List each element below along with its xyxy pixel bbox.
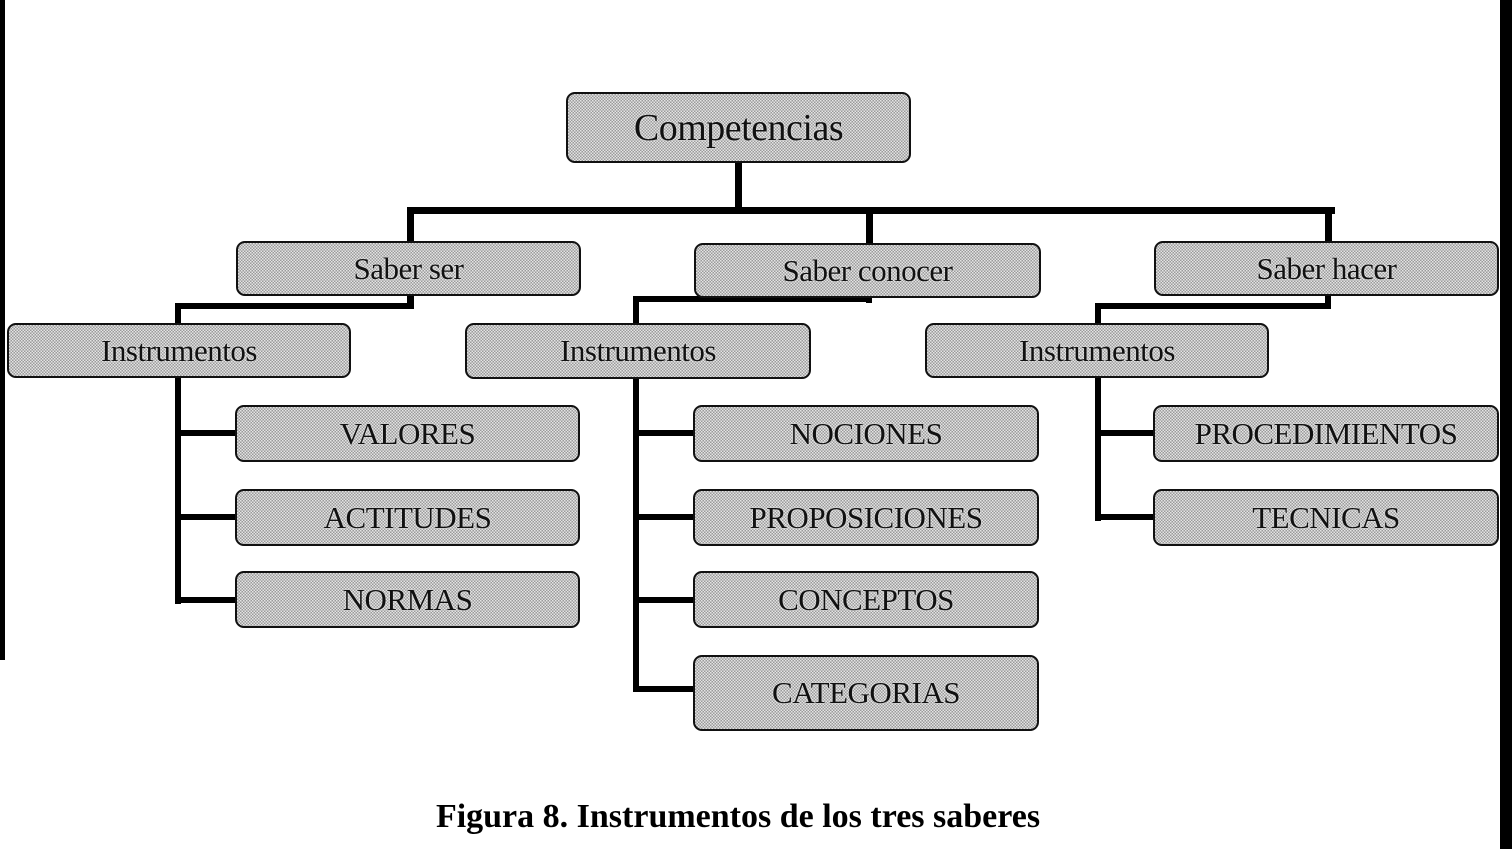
node-label: PROPOSICIONES [749, 499, 983, 535]
connector [633, 296, 639, 325]
node-tecnicas: TECNICAS [1153, 489, 1499, 546]
node-label: CATEGORIAS [772, 675, 960, 710]
figure-caption: Figura 8. Instrumentos de los tres saber… [435, 798, 1041, 835]
node-nociones: NOCIONES [693, 405, 1039, 462]
node-saber-conocer: Saber conocer [694, 243, 1041, 298]
connector [175, 303, 181, 325]
node-conceptos: CONCEPTOS [693, 571, 1039, 628]
node-label: PROCEDIMIENTOS [1194, 415, 1458, 451]
node-label: CONCEPTOS [778, 581, 954, 617]
connector [1095, 303, 1101, 325]
connector [633, 430, 695, 436]
node-label: Instrumentos [560, 333, 716, 368]
connector [1095, 430, 1157, 436]
node-procedimientos: PROCEDIMIENTOS [1153, 405, 1499, 462]
connector [1095, 303, 1331, 309]
connector [175, 375, 181, 604]
node-label: ACTITUDES [323, 499, 492, 535]
node-instrumentos-conocer: Instrumentos [465, 323, 811, 379]
connector [1325, 293, 1331, 309]
connector [175, 303, 414, 309]
connector [633, 686, 695, 692]
connector [866, 207, 873, 245]
connector [633, 376, 639, 692]
connector [1325, 207, 1332, 243]
connector [407, 207, 414, 243]
connector [633, 597, 695, 603]
node-actitudes: ACTITUDES [235, 489, 580, 546]
node-saber-ser: Saber ser [236, 241, 581, 296]
node-label: NOCIONES [789, 415, 943, 451]
node-normas: NORMAS [235, 571, 580, 628]
connector [175, 430, 237, 436]
scan-edge-right [1500, 0, 1512, 849]
node-label: TECNICAS [1252, 499, 1400, 535]
node-label: Instrumentos [101, 332, 257, 368]
node-categorias: CATEGORIAS [693, 655, 1039, 731]
node-saber-hacer: Saber hacer [1154, 241, 1499, 296]
node-label: Saber hacer [1256, 250, 1397, 286]
node-label: Saber ser [353, 250, 464, 286]
node-valores: VALORES [235, 405, 580, 462]
node-label: Competencias [633, 106, 844, 149]
node-label: NORMAS [342, 581, 473, 617]
node-instrumentos-hacer: Instrumentos [925, 323, 1269, 378]
node-proposiciones: PROPOSICIONES [693, 489, 1039, 546]
node-instrumentos-ser: Instrumentos [7, 323, 351, 378]
connector [633, 296, 872, 302]
connector [633, 514, 695, 520]
connector [407, 293, 414, 309]
connector [175, 597, 237, 603]
node-competencias: Competencias [566, 92, 911, 163]
node-label: VALORES [339, 415, 476, 451]
connector [1095, 514, 1157, 520]
scan-edge-left [0, 0, 5, 660]
connector [175, 514, 237, 520]
connector [735, 160, 742, 213]
connector [1095, 375, 1101, 521]
node-label: Instrumentos [1019, 332, 1175, 368]
node-label: Saber conocer [782, 252, 953, 288]
